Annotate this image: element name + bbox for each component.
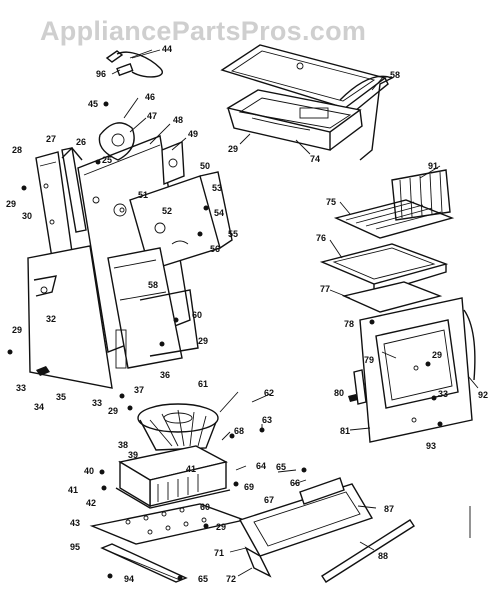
- callout-27: 27: [46, 134, 56, 144]
- callout-62: 62: [264, 388, 274, 398]
- callout-44: 44: [162, 44, 172, 54]
- callout-65-a: 65: [276, 462, 286, 472]
- callout-40: 40: [84, 466, 94, 476]
- callout-33-a: 33: [16, 383, 26, 393]
- callout-34: 34: [34, 402, 44, 412]
- callout-58-b: 58: [148, 280, 158, 290]
- callout-29-f: 29: [432, 350, 442, 360]
- callout-79: 79: [364, 355, 374, 365]
- callout-42: 42: [86, 498, 96, 508]
- callout-41-a: 41: [68, 485, 78, 495]
- callout-76: 76: [316, 233, 326, 243]
- callout-87: 87: [384, 504, 394, 514]
- callout-29-e: 29: [228, 144, 238, 154]
- callout-68: 68: [234, 426, 244, 436]
- callout-26: 26: [76, 137, 86, 147]
- control-block-part: [115, 445, 231, 509]
- oven-rack-75-part: [333, 199, 455, 239]
- callout-81: 81: [340, 426, 350, 436]
- kick-rod-part: [321, 519, 415, 583]
- callout-33-b: 33: [92, 398, 102, 408]
- callout-49: 49: [188, 129, 198, 139]
- callout-45: 45: [88, 99, 98, 109]
- callout-78: 78: [344, 319, 354, 329]
- callout-46: 46: [145, 92, 155, 102]
- callout-47: 47: [147, 111, 157, 121]
- callout-38: 38: [118, 440, 128, 450]
- oven-door-part: [348, 297, 476, 443]
- callout-67: 67: [264, 495, 274, 505]
- callout-72: 72: [226, 574, 236, 584]
- callout-29-c: 29: [12, 325, 22, 335]
- callout-74: 74: [310, 154, 320, 164]
- callout-29-a: 29: [6, 199, 16, 209]
- callout-39: 39: [128, 450, 138, 460]
- callout-65-b: 65: [198, 574, 208, 584]
- callout-54: 54: [214, 208, 224, 218]
- callout-29-g: 29: [216, 522, 226, 532]
- bottom-trim-part: [100, 543, 188, 583]
- callout-92: 92: [478, 390, 488, 400]
- power-cord-part: [105, 49, 163, 78]
- callout-53: 53: [212, 183, 222, 193]
- callout-63: 63: [262, 415, 272, 425]
- callout-28: 28: [12, 145, 22, 155]
- callout-43: 43: [70, 518, 80, 528]
- callout-55: 55: [228, 229, 238, 239]
- callout-94: 94: [124, 574, 134, 584]
- callout-95: 95: [70, 542, 80, 552]
- callout-60-b: 60: [200, 502, 210, 512]
- callout-56: 56: [210, 244, 220, 254]
- callout-41-b: 41: [186, 464, 196, 474]
- callout-88: 88: [378, 551, 388, 561]
- callout-29-d: 29: [108, 406, 118, 416]
- callout-35: 35: [56, 392, 66, 402]
- callout-36: 36: [160, 370, 170, 380]
- callout-60: 60: [192, 310, 202, 320]
- callout-71: 71: [214, 548, 224, 558]
- drawer-front-part: [238, 477, 374, 578]
- burner-box-part: [226, 89, 363, 151]
- callout-48: 48: [173, 115, 183, 125]
- leader-lines: [111, 49, 479, 577]
- callout-58-a: 58: [390, 70, 400, 80]
- callout-75: 75: [326, 197, 336, 207]
- callout-64: 64: [256, 461, 266, 471]
- broiler-pan-part: [319, 243, 449, 295]
- callout-69: 69: [244, 482, 254, 492]
- callout-52: 52: [162, 206, 172, 216]
- callout-61: 61: [198, 379, 208, 389]
- vertical-strip-part: [61, 146, 87, 233]
- callout-33-c: 33: [438, 389, 448, 399]
- callout-93: 93: [426, 441, 436, 451]
- callout-32: 32: [46, 314, 56, 324]
- callout-25: 25: [102, 155, 112, 165]
- callout-29-b: 29: [198, 336, 208, 346]
- callout-37: 37: [134, 385, 144, 395]
- callout-91: 91: [428, 161, 438, 171]
- callout-96: 96: [96, 69, 106, 79]
- screws: [7, 101, 443, 581]
- callout-30: 30: [22, 211, 32, 221]
- burner-bowl-part: [137, 403, 219, 451]
- callout-80: 80: [334, 388, 344, 398]
- callout-66: 66: [290, 478, 300, 488]
- oven-liner-part: [129, 171, 233, 271]
- callout-labels: 44 96 46 45 47 48 49 27 26 28 25 50 29 5…: [6, 44, 488, 584]
- callout-50: 50: [200, 161, 210, 171]
- callout-77: 77: [320, 284, 330, 294]
- watermark: AppliancePartsPros.com: [40, 16, 367, 46]
- callout-51: 51: [138, 190, 148, 200]
- mid-side-panel-part: [36, 247, 199, 376]
- front-frame-part: [27, 245, 113, 389]
